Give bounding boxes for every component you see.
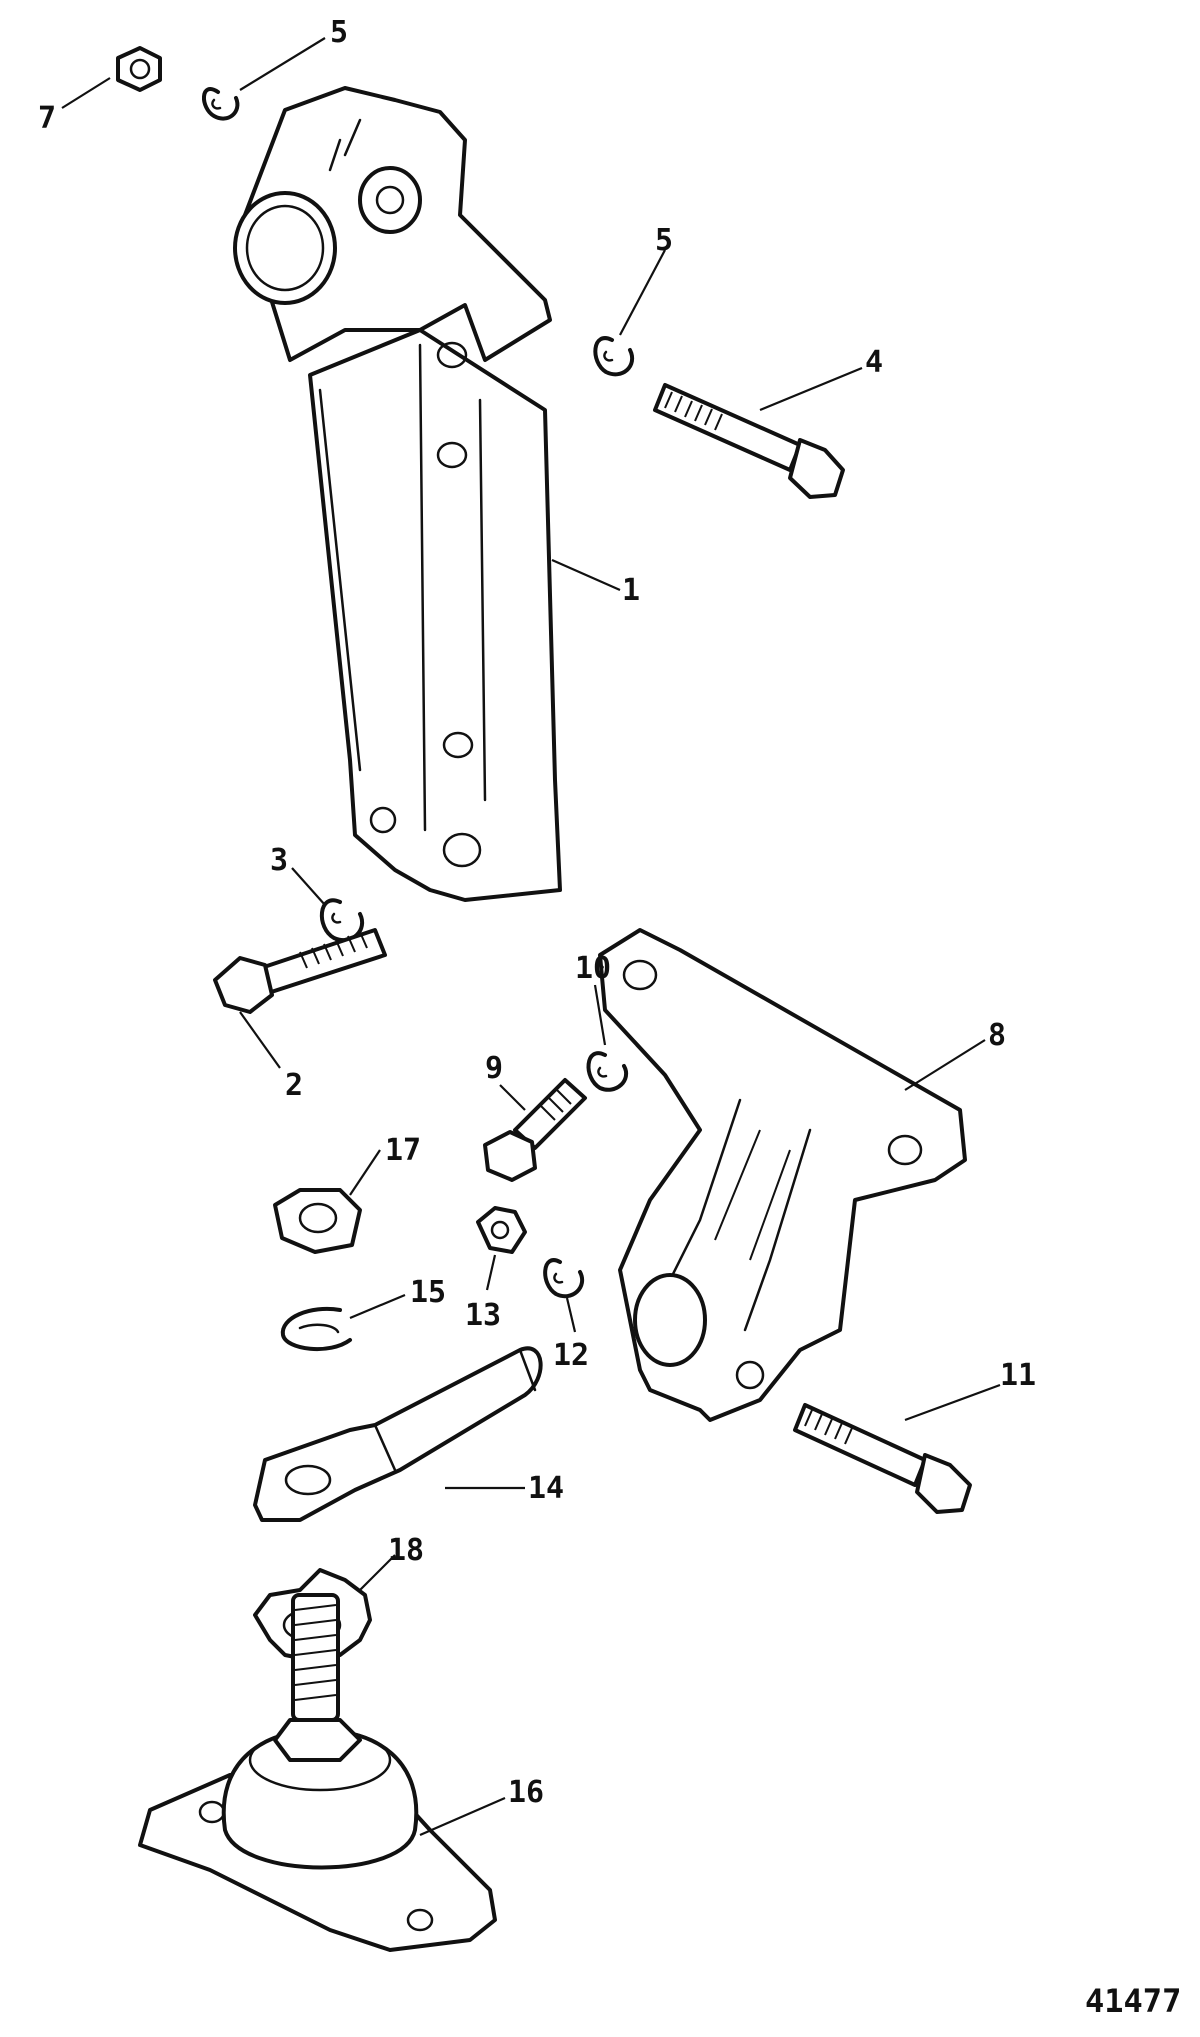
leader-12 bbox=[565, 1297, 577, 1333]
leader-4 bbox=[759, 366, 863, 412]
leader-2 bbox=[239, 1011, 281, 1069]
callout-11: 11 bbox=[1000, 1358, 1036, 1393]
part-16-engine-mount bbox=[138, 1593, 497, 1952]
callout-4: 4 bbox=[865, 345, 883, 380]
figure-number: 41477 bbox=[1085, 1982, 1181, 2020]
leader-10 bbox=[593, 984, 607, 1046]
callout-10: 10 bbox=[575, 951, 611, 986]
leader-16 bbox=[419, 1796, 506, 1837]
part-7-hex-nut bbox=[116, 46, 162, 92]
leader-3 bbox=[291, 867, 326, 906]
callout-labels: 7 5 5 4 1 3 2 10 8 9 17 13 12 15 11 14 1… bbox=[38, 15, 1036, 1810]
part-3-lock-washer bbox=[319, 898, 364, 942]
part-2-hex-bolt bbox=[213, 928, 387, 1014]
leader-8 bbox=[904, 1039, 986, 1091]
callout-5-right: 5 bbox=[655, 223, 673, 258]
callout-3: 3 bbox=[270, 843, 288, 878]
leader-18 bbox=[359, 1554, 396, 1591]
callout-8: 8 bbox=[988, 1018, 1006, 1053]
part-11-hex-bolt bbox=[793, 1403, 972, 1514]
part-1-steering-arm bbox=[233, 86, 562, 902]
callout-14: 14 bbox=[528, 1471, 564, 1506]
part-9-hex-bolt bbox=[483, 1078, 587, 1182]
part-12-lock-washer bbox=[543, 1258, 584, 1299]
callout-13: 13 bbox=[465, 1298, 501, 1333]
part-14-eye-shaft bbox=[253, 1346, 543, 1522]
callout-9: 9 bbox=[485, 1051, 503, 1086]
leader-11 bbox=[904, 1383, 1001, 1422]
callout-5-top: 5 bbox=[330, 15, 348, 50]
callout-7: 7 bbox=[38, 101, 56, 136]
leader-5-right bbox=[619, 249, 666, 336]
callout-2: 2 bbox=[285, 1068, 303, 1103]
part-17-hex-nut bbox=[273, 1188, 362, 1254]
part-5-lock-washer-right bbox=[593, 336, 634, 377]
leader-15 bbox=[349, 1293, 406, 1320]
leader-13 bbox=[485, 1254, 497, 1291]
callout-16: 16 bbox=[508, 1775, 544, 1810]
callout-17: 17 bbox=[385, 1133, 421, 1168]
leader-7 bbox=[61, 77, 111, 109]
part-13-hex-nut bbox=[476, 1206, 527, 1254]
part-10-lock-washer bbox=[586, 1051, 628, 1092]
leader-17 bbox=[349, 1149, 381, 1196]
leader-lines bbox=[61, 37, 1001, 1837]
callout-12: 12 bbox=[553, 1338, 589, 1373]
part-15-ring-washer bbox=[280, 1306, 352, 1352]
callout-18: 18 bbox=[388, 1533, 424, 1568]
leader-9 bbox=[499, 1084, 526, 1111]
callout-1: 1 bbox=[622, 573, 640, 608]
part-8-mounting-bracket bbox=[598, 928, 967, 1422]
leader-5-top bbox=[239, 37, 326, 91]
part-5-lock-washer-top bbox=[201, 87, 240, 121]
leader-1 bbox=[551, 558, 621, 592]
part-4-hex-bolt bbox=[653, 383, 845, 499]
callout-15: 15 bbox=[410, 1275, 446, 1310]
